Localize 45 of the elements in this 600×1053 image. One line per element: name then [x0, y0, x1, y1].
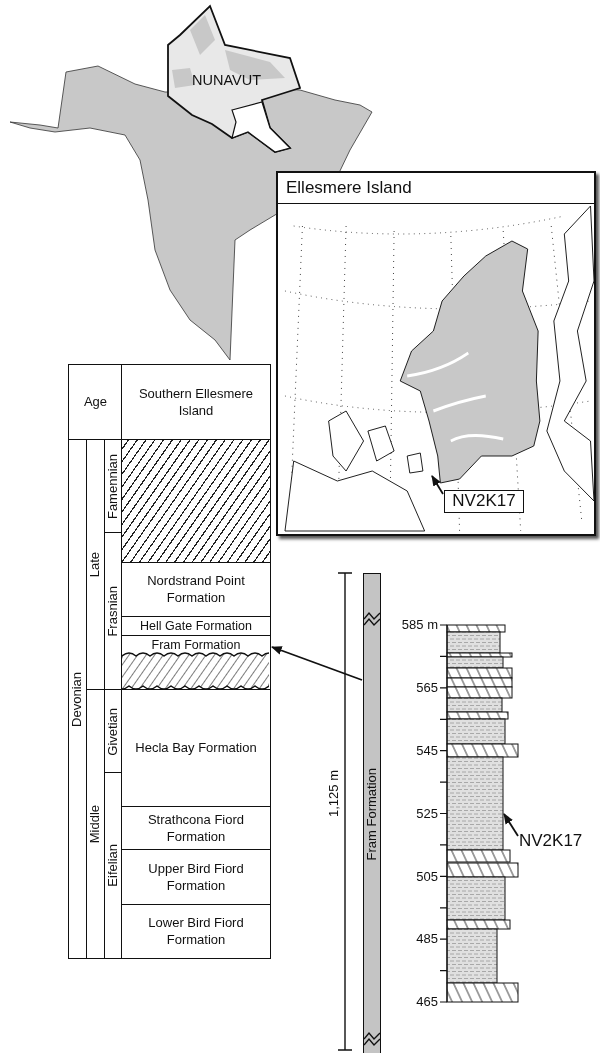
formation-cell: [121, 849, 271, 906]
formation-cell: [121, 562, 271, 618]
formation-cell: [121, 635, 271, 691]
formation-name: Hell Gate Formation: [139, 618, 253, 635]
formation-cell: [121, 616, 271, 637]
depth-label: 505: [416, 869, 438, 884]
formation-name: Lower Bird Fiord Formation: [147, 914, 245, 949]
hatched-cell: [121, 439, 271, 564]
map-title: Ellesmere Island: [286, 178, 412, 198]
epoch-name: Middle: [87, 804, 104, 844]
period-name: Devonian: [69, 671, 86, 727]
column-heading: Southern Ellesmere Island: [137, 385, 255, 420]
depth-label: 465: [416, 994, 438, 1009]
rock-layer: [446, 756, 504, 851]
header-cell: [121, 364, 271, 441]
dimension-label: 1,125 m: [326, 770, 341, 817]
depth-label: 485: [416, 931, 438, 946]
sample-label: NV2K17: [519, 828, 597, 854]
stage-name: Givetian: [105, 707, 122, 756]
formation-name: Upper Bird Fiord Formation: [147, 860, 245, 895]
depth-label: 545: [416, 743, 438, 758]
arrow: [431, 475, 444, 495]
sample-label-box: [444, 490, 524, 513]
formation-name: Fram Formation: [363, 767, 380, 861]
stage-name: Frasnian: [105, 586, 122, 637]
formation-cell: [121, 904, 271, 959]
formation-name: Hecla Bay Formation: [134, 740, 258, 757]
region-label: NUNAVUT: [192, 72, 261, 88]
formation-cell: [121, 689, 271, 808]
stage-name: Famennian: [105, 453, 122, 519]
depth-label: 565: [416, 680, 438, 695]
formation-name: Nordstrand Point Formation: [146, 573, 246, 607]
sample-label: NV2K17: [451, 490, 517, 513]
stage-name: Eifelian: [105, 844, 122, 887]
arrow: [271, 646, 363, 681]
epoch-name: Late: [87, 552, 104, 578]
depth-label: 585 m: [401, 617, 438, 632]
formation-name: Fram Formation: [150, 637, 242, 654]
column-heading: Age: [82, 394, 109, 411]
depth-label: 525: [416, 806, 438, 821]
formation-name: Strathcona Fiord Formation: [146, 811, 246, 846]
header-cell: [68, 364, 123, 441]
arrow: [503, 813, 519, 837]
formation-cell: [121, 806, 271, 851]
formation-bar: [363, 573, 381, 1053]
